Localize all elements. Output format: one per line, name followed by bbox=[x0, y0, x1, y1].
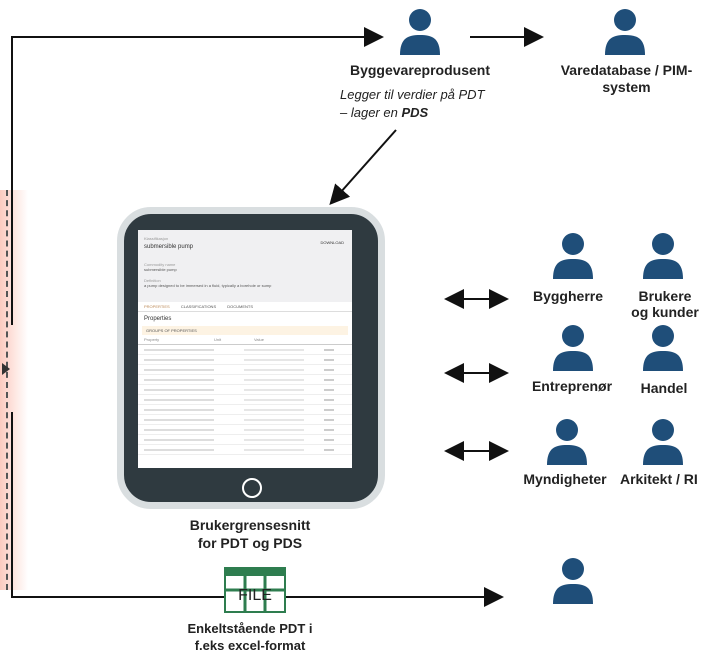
table-row bbox=[138, 445, 352, 455]
table-row bbox=[138, 415, 352, 425]
file-icon: FILE bbox=[224, 567, 286, 613]
screen-header: Klassifikasjon submersible pump Commodit… bbox=[138, 230, 352, 302]
table-row bbox=[138, 405, 352, 415]
bottom-arrow bbox=[11, 412, 504, 607]
person-icon bbox=[643, 419, 683, 465]
screen-download-button[interactable]: DOWNLOAD bbox=[320, 240, 344, 245]
pds-bold: PDS bbox=[401, 105, 429, 120]
screen-product-title: submersible pump bbox=[144, 244, 194, 250]
screen-filter[interactable]: GROUPS OF PROPERTIES bbox=[142, 326, 348, 335]
person-icon bbox=[547, 419, 587, 465]
tab-classifications[interactable]: CLASSIFICATIONS bbox=[180, 304, 217, 309]
label-enkeltstaende: Enkeltstående PDT i f.eks excel-format bbox=[187, 621, 313, 653]
producer-to-tablet-arrow bbox=[329, 129, 397, 205]
tablet: Klassifikasjon submersible pump Commodit… bbox=[117, 207, 385, 509]
person-icon bbox=[643, 233, 683, 279]
person-icon bbox=[553, 558, 593, 604]
tablet-home-button[interactable] bbox=[242, 478, 262, 498]
label-brukere: Brukere og kunder bbox=[631, 288, 699, 320]
person-icon bbox=[553, 325, 593, 371]
file-icon-text: FILE bbox=[238, 587, 272, 604]
person-icon bbox=[605, 9, 645, 55]
person-icon bbox=[553, 233, 593, 279]
table-row bbox=[138, 395, 352, 405]
table-row bbox=[138, 435, 352, 445]
label-myndigheter: Myndigheter bbox=[523, 471, 607, 487]
label-brukergrensesnitt: Brukergrensesnitt for PDT og PDS bbox=[189, 517, 311, 551]
left-dashed-line bbox=[6, 190, 8, 590]
producer-note-line2: – lager en PDS bbox=[340, 105, 429, 120]
screen-section-title: Properties bbox=[144, 316, 172, 322]
table-row bbox=[138, 385, 352, 395]
tablet-screen: Klassifikasjon submersible pump Commodit… bbox=[138, 230, 352, 468]
label-byggherre: Byggherre bbox=[532, 288, 604, 304]
table-row bbox=[138, 365, 352, 375]
person-icon bbox=[643, 325, 683, 371]
tab-documents[interactable]: DOCUMENTS bbox=[227, 304, 254, 309]
label-byggevareprodusent: Byggevareprodusent bbox=[349, 62, 491, 78]
screen-tabs: PROPERTIES CLASSIFICATIONS DOCUMENTS bbox=[138, 302, 352, 312]
table-row bbox=[138, 375, 352, 385]
label-arkitekt: Arkitekt / RI bbox=[620, 471, 698, 487]
screen-rows bbox=[138, 345, 352, 455]
left-highlight bbox=[0, 190, 28, 590]
tab-properties[interactable]: PROPERTIES bbox=[144, 304, 170, 309]
person-icon bbox=[400, 9, 440, 55]
producer-note-line1: Legger til verdier på PDT bbox=[340, 87, 485, 102]
table-row bbox=[138, 355, 352, 365]
table-row bbox=[138, 345, 352, 355]
table-row bbox=[138, 425, 352, 435]
top-arrow bbox=[11, 27, 384, 325]
label-entreprenor: Entreprenør bbox=[531, 378, 613, 394]
label-varedatabase: Varedatabase / PIM- system bbox=[560, 62, 693, 95]
label-handel: Handel bbox=[640, 380, 688, 396]
producer-note: Legger til verdier på PDT – lager en PDS bbox=[340, 86, 560, 122]
